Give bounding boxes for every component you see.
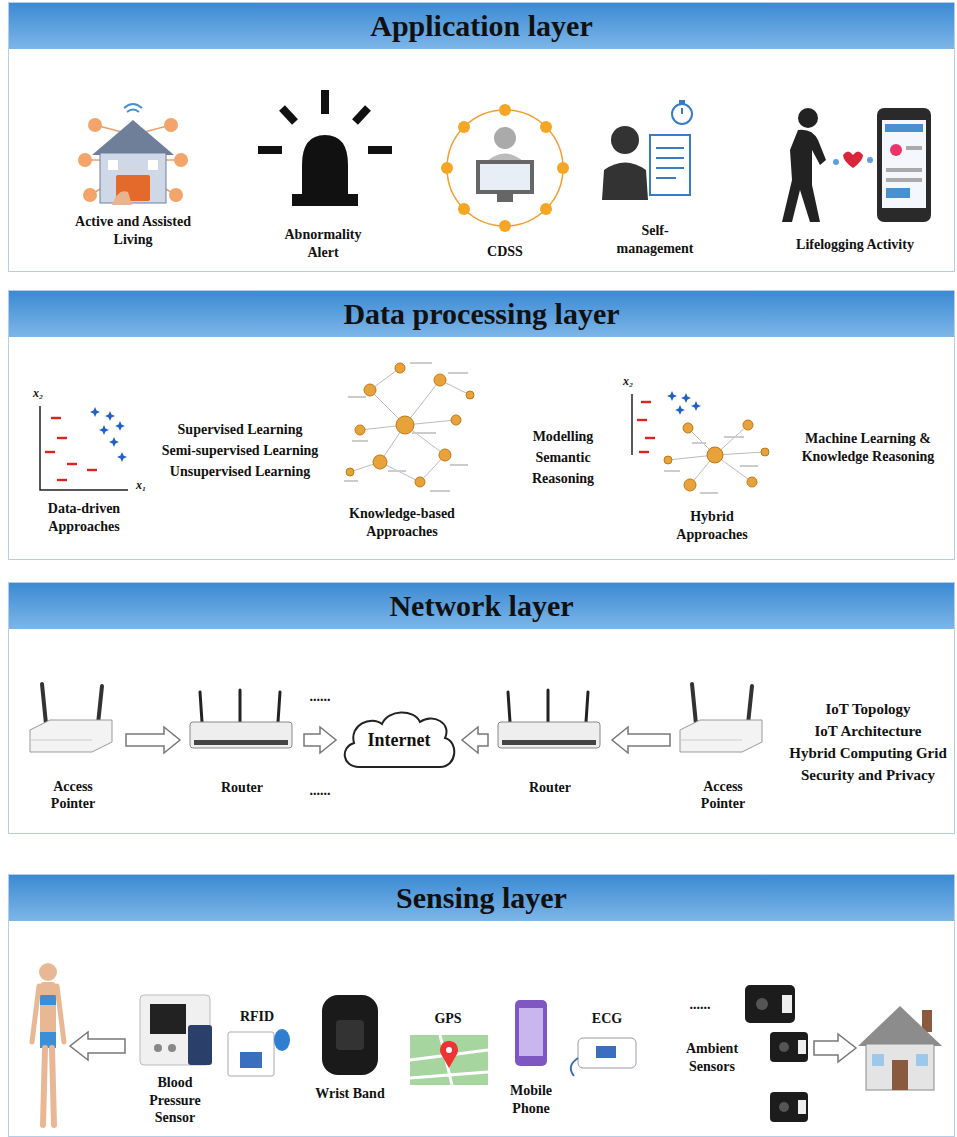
device-caption: Router (192, 780, 292, 797)
network-device: Router (183, 681, 301, 799)
item-label: Security and Privacy (780, 766, 956, 785)
item-label: Semantic (518, 449, 608, 467)
item-label: Machine Learning & Knowledge Reasoning (780, 430, 956, 465)
item-label: Abnormality Alert (273, 226, 373, 261)
ambient-sensor-icon (745, 985, 808, 1122)
item-label: Wrist Band (300, 1085, 400, 1103)
layer-title: Data processing layer (343, 297, 619, 331)
item-label: IoT Architecture (780, 722, 956, 741)
mobile-phone-icon (515, 1000, 547, 1066)
assisted-living-icon (78, 104, 188, 205)
hollow-arrow (462, 727, 488, 753)
layer-header: Sensing layer (9, 875, 954, 921)
gps-icon (410, 1035, 488, 1085)
access-point-icon (680, 684, 762, 752)
ecg-icon (571, 1038, 636, 1076)
axis-label: x₂ (27, 386, 49, 401)
cdss-icon (441, 104, 569, 232)
layer-title: Network layer (389, 589, 573, 623)
alarm-icon (258, 90, 392, 206)
cloud-label: Internet (368, 730, 431, 751)
layer-header: Network layer (9, 583, 954, 629)
item-label: Hybrid Approaches (660, 508, 764, 543)
layer-header: Data processing layer (9, 291, 954, 337)
router-icon (190, 690, 292, 748)
item-label: ...... (300, 688, 340, 706)
rfid-icon (228, 1029, 290, 1076)
item-label: Hybrid Computing Grid (780, 744, 956, 763)
axis-label: x₁ (130, 478, 152, 493)
item-label: Reasoning (518, 470, 608, 488)
access-point-icon (30, 684, 112, 752)
item-label: Unsupervised Learning (142, 463, 338, 481)
network-device: Access Pointer (23, 677, 123, 815)
hollow-arrow (70, 1032, 125, 1060)
item-label: Modelling (518, 428, 608, 446)
wrist-band-icon (322, 995, 378, 1075)
item-label: GPS (423, 1010, 473, 1028)
item-label: Semi-supervised Learning (142, 442, 338, 460)
axis-label: x₂ (617, 374, 639, 389)
item-label: IoT Topology (780, 700, 956, 719)
self-management-icon (602, 100, 692, 200)
network-device: Access Pointer (673, 677, 773, 815)
scatter-plot (40, 406, 128, 490)
hybrid-illustration (632, 391, 769, 494)
item-label: Self-management (610, 222, 700, 257)
device-caption: Access Pointer (687, 779, 759, 813)
internet-cloud: Internet (339, 707, 459, 773)
item-label: Supervised Learning (142, 421, 338, 439)
item-label: Lifelogging Activity (760, 236, 950, 254)
item-label: Data-driven Approaches (29, 500, 139, 535)
item-label: Blood Pressure Sensor (139, 1074, 211, 1127)
item-label: Mobile Phone (501, 1082, 561, 1117)
item-label: ECG (582, 1010, 632, 1028)
blood-pressure-icon (140, 995, 212, 1065)
item-label: Active and Assisted Living (58, 213, 208, 248)
item-label: ...... (677, 996, 723, 1014)
lifelogging-icon (782, 108, 931, 222)
item-label: CDSS (465, 243, 545, 261)
item-label: RFID (232, 1008, 282, 1026)
cloud-path (345, 712, 455, 767)
hollow-arrow (304, 727, 336, 753)
layer-band: Network layerAccess Pointer Router Interne… (8, 582, 955, 834)
layer-title: Sensing layer (396, 881, 567, 915)
layer-title: Application layer (370, 9, 593, 43)
network-device: Router (491, 681, 609, 799)
item-label: ...... (300, 782, 340, 800)
device-caption: Router (500, 780, 600, 797)
hollow-arrow (612, 727, 670, 753)
layer-header: Application layer (9, 3, 954, 49)
house-icon (858, 1006, 942, 1090)
hollow-arrow (126, 727, 180, 753)
human-figure (32, 963, 64, 1125)
router-icon (498, 690, 600, 748)
layer-band: Data processing layer (8, 290, 955, 560)
hollow-arrow (814, 1034, 856, 1062)
item-label: Ambient Sensors (677, 1040, 747, 1075)
knowledge-graph (344, 362, 474, 492)
item-label: Knowledge-based Approaches (332, 505, 472, 540)
device-caption: Access Pointer (37, 779, 109, 813)
